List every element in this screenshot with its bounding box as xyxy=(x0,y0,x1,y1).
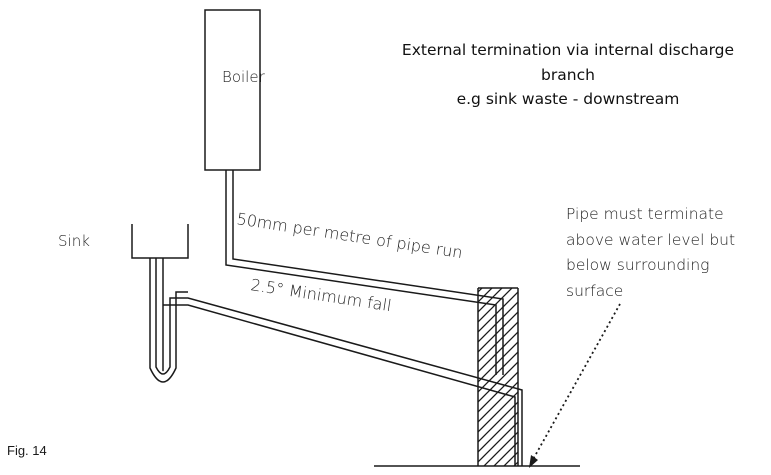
termination-note-line-1: Pipe must terminate xyxy=(566,205,724,223)
waste-pipe-upper-wall xyxy=(155,258,523,466)
termination-note-line-3: below surrounding xyxy=(566,256,709,274)
pipe-gradient-label: 50mm per metre of pipe run xyxy=(235,209,463,262)
external-wall xyxy=(477,287,519,466)
sink-label: Sink xyxy=(58,232,90,250)
diagram-title: External termination via internal discha… xyxy=(402,41,734,108)
boiler-label: Boiler xyxy=(222,68,266,86)
figure-label: Fig. 14 xyxy=(7,443,47,458)
boiler-condensate-pipe xyxy=(225,170,504,375)
sink-bowl xyxy=(131,224,189,259)
termination-note-line-4: surface xyxy=(566,282,623,300)
minimum-fall-label: 2.5° Minimum fall xyxy=(249,275,392,315)
title-line-3: e.g sink waste - downstream xyxy=(457,90,680,108)
boiler-pipe-inner-wall xyxy=(232,170,504,375)
leader-dotted-line xyxy=(530,303,621,464)
termination-note-line-2: above water level but xyxy=(566,231,735,249)
boiler: Boiler xyxy=(204,9,266,171)
leader-arrowhead xyxy=(529,455,538,468)
trap-u-bend xyxy=(149,258,188,383)
termination-leader-arrow xyxy=(529,303,621,468)
title-line-2: branch xyxy=(541,66,595,84)
wall-hatching xyxy=(478,288,518,466)
termination-note: Pipe must terminate above water level bu… xyxy=(566,205,735,300)
title-line-1: External termination via internal discha… xyxy=(402,41,734,59)
sink-waste-pipe xyxy=(149,258,523,466)
sink: Sink xyxy=(58,224,189,259)
boiler-body xyxy=(204,9,261,171)
boiler-pipe-outer-wall xyxy=(225,170,497,375)
